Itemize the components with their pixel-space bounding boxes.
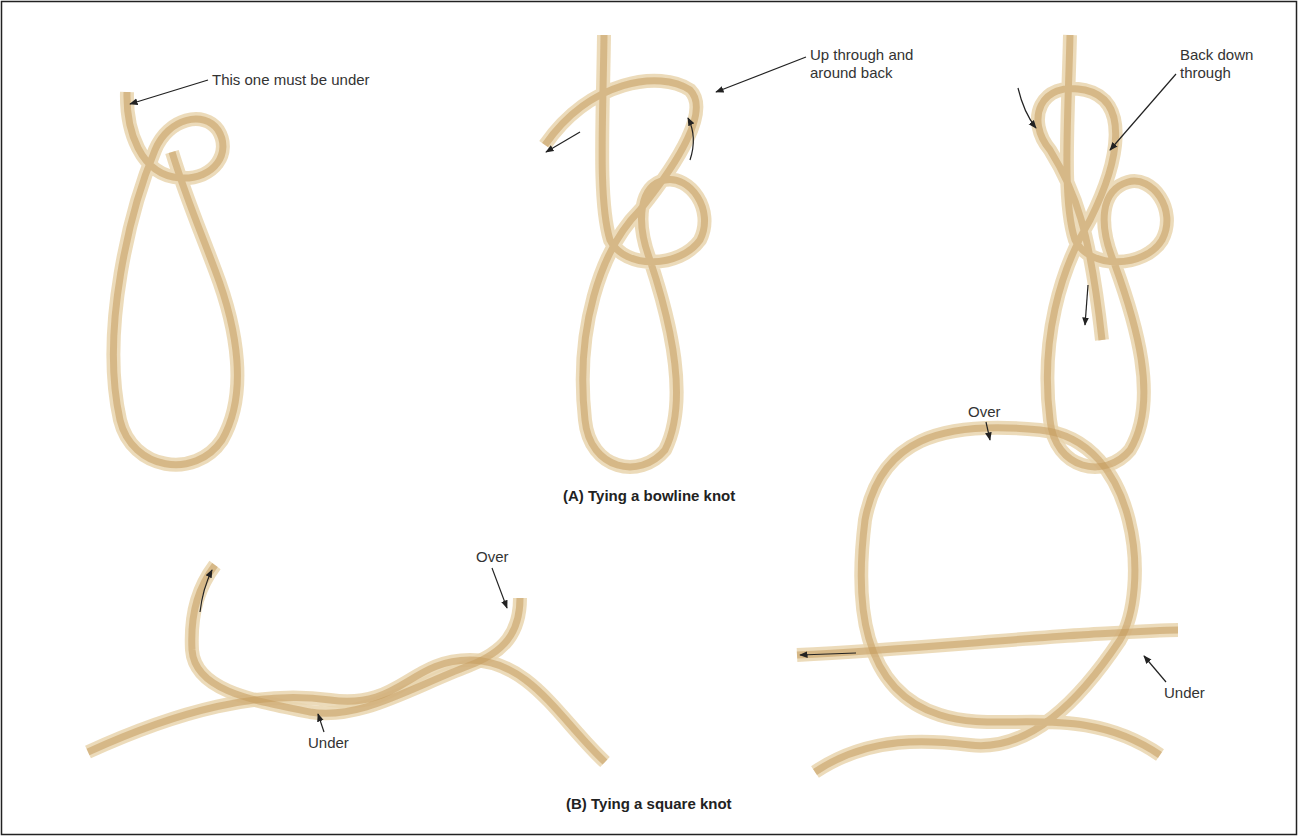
rope-core [192,565,520,713]
rope-core [815,428,1160,772]
over-label: Over [968,403,1001,421]
callout-note: Back down through [1180,46,1260,82]
leader-line [1144,656,1166,682]
leader-line [1110,74,1176,150]
leader-line [130,80,208,104]
motion-arrow [1018,88,1036,128]
rope-group [88,35,1178,772]
rope [192,565,520,713]
under-label: Under [308,734,349,752]
callout-note: Up through and around back [810,46,928,82]
motion-arrow [546,132,580,152]
motion-arrow [688,118,693,160]
figure-caption: (B) Tying a square knot [566,795,732,813]
leader-line [492,568,507,608]
rope-core [1038,35,1167,467]
rope-core [545,35,705,467]
rope [545,35,705,467]
under-label: Under [1164,684,1205,702]
motion-arrow [1085,285,1088,325]
rope-core [113,92,237,465]
rope [815,428,1160,772]
leader-line [716,57,806,92]
leader-line [318,714,324,732]
rope [1038,35,1167,467]
motion-arrows [200,88,1088,655]
motion-arrow [200,570,212,612]
figure-caption: (A) Tying a bowline knot [563,487,735,505]
rope [113,92,237,465]
callout-note: This one must be under [212,71,370,89]
leader-lines [130,57,1176,732]
over-label: Over [476,548,509,566]
leader-line [986,422,990,440]
motion-arrow [800,653,856,655]
